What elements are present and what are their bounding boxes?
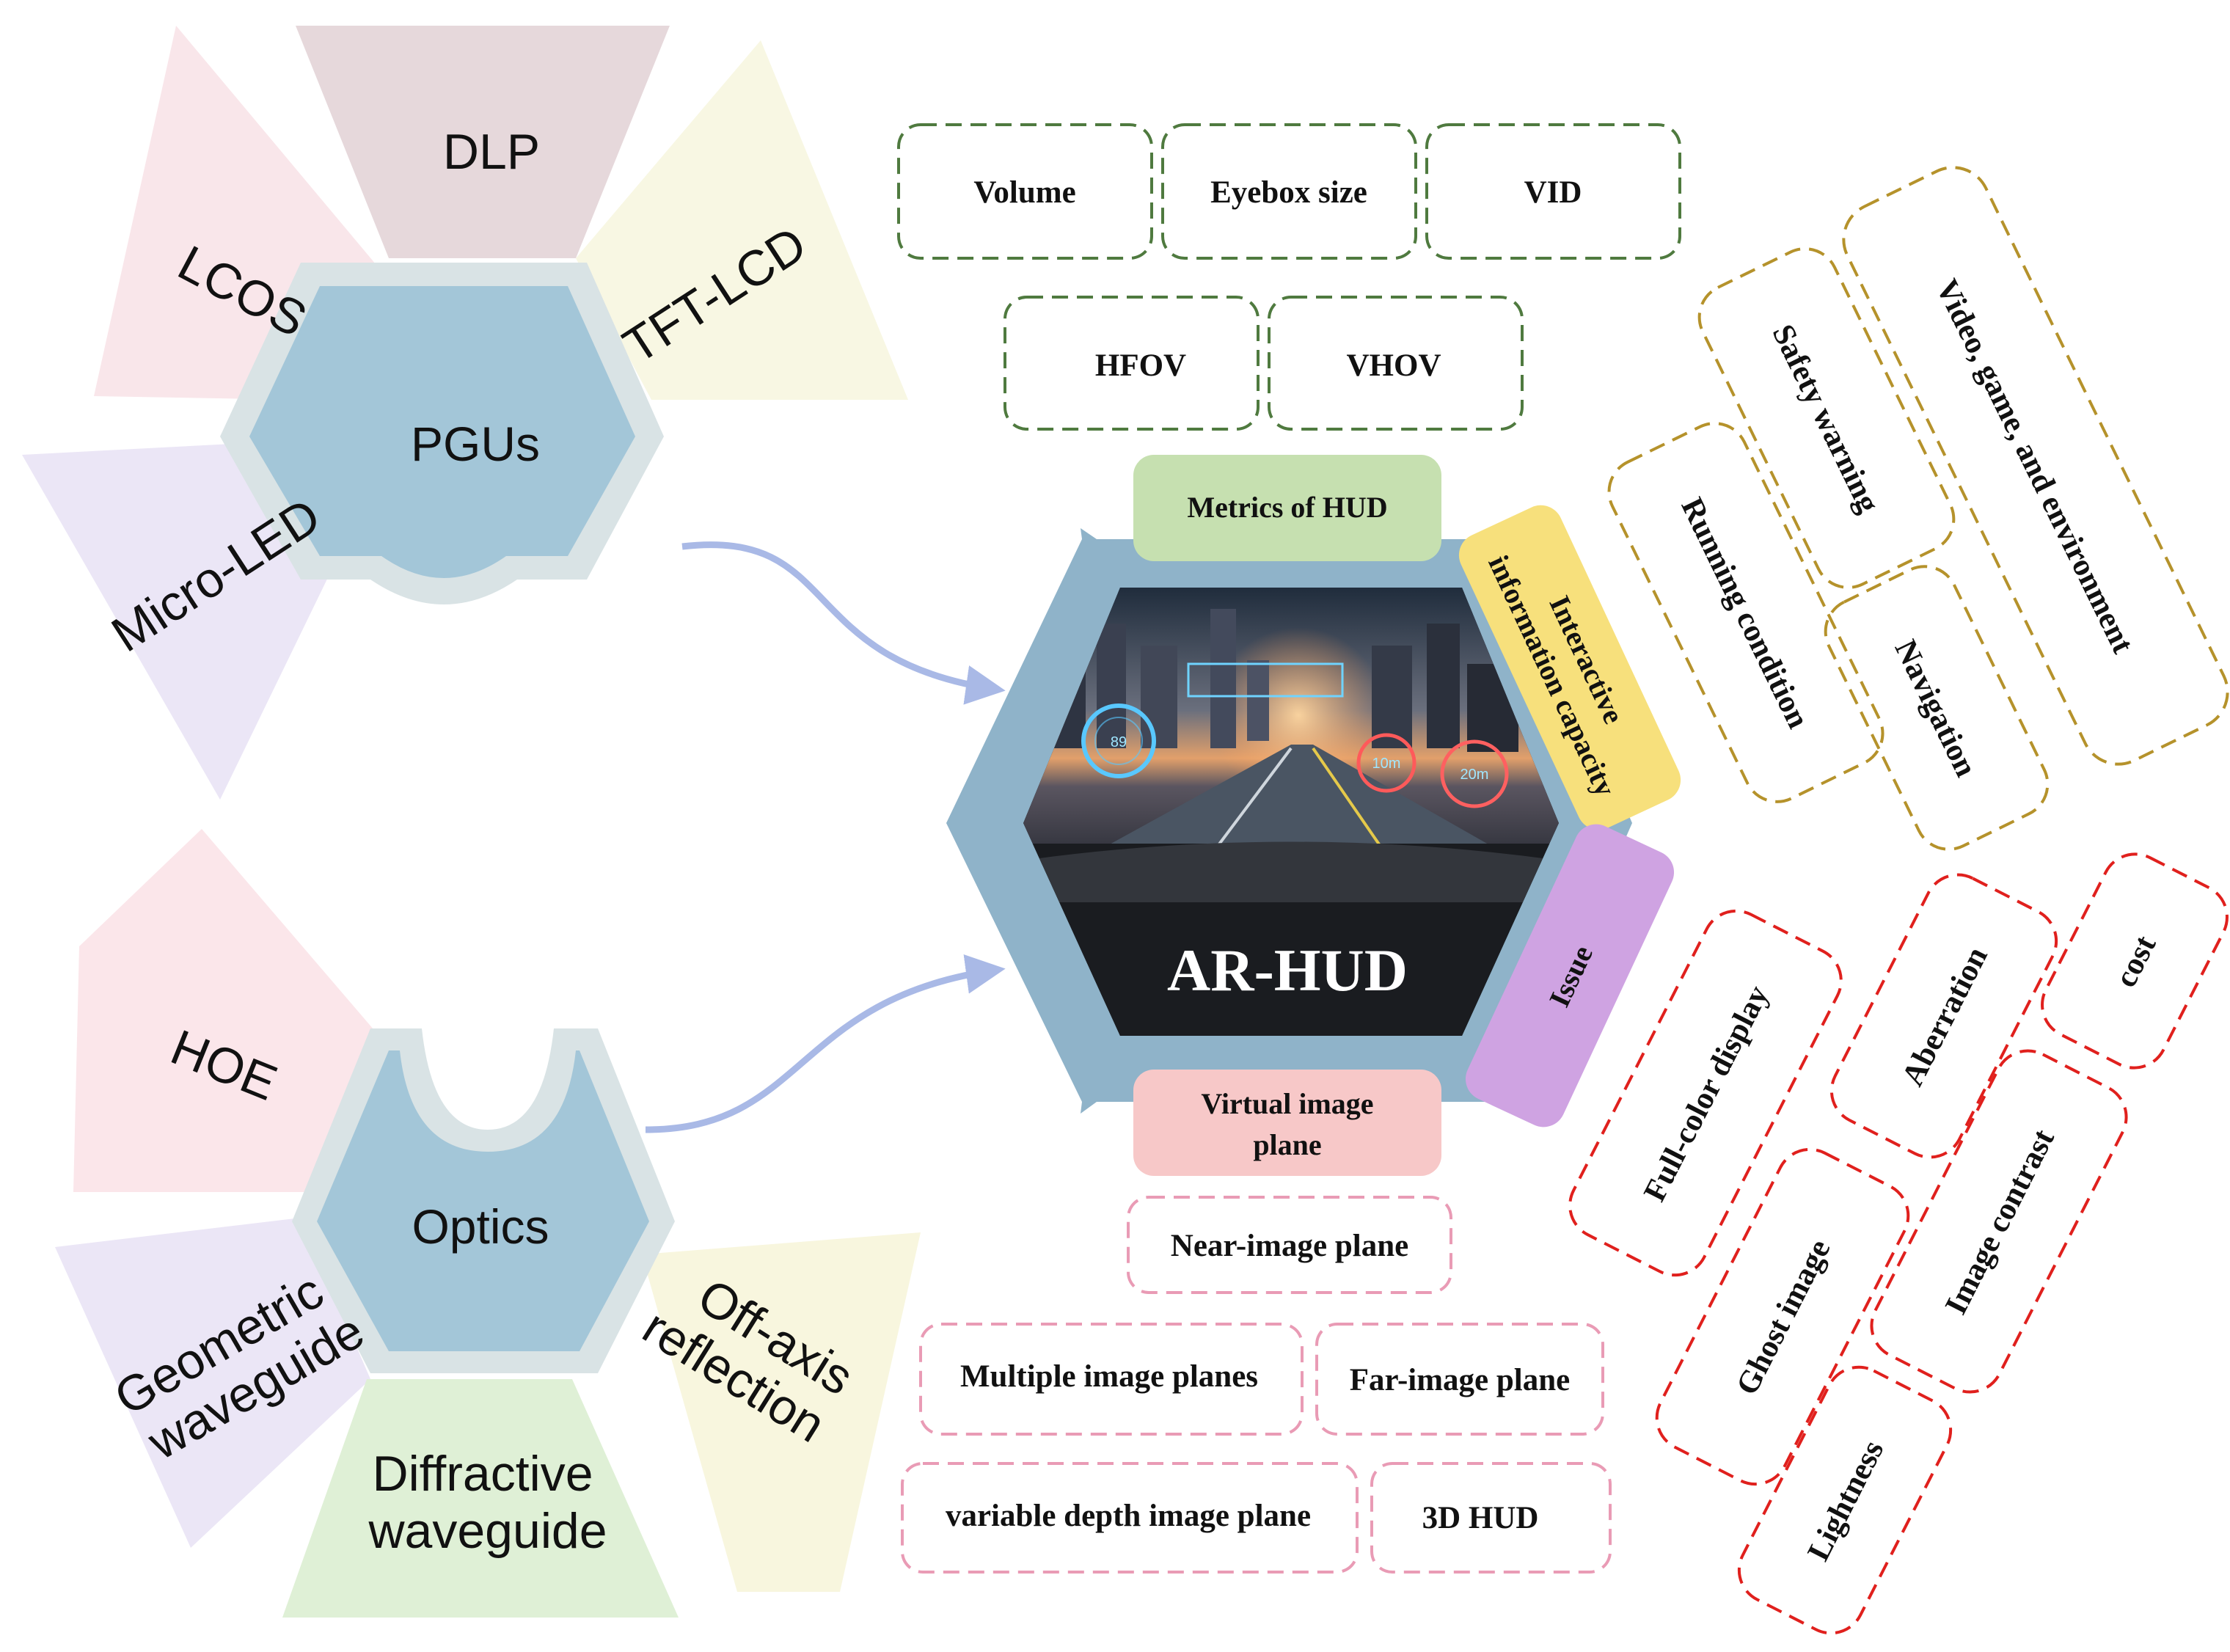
ar-hud-center: 89 10m 20m AR-HUD bbox=[946, 528, 1632, 1114]
box-hfov bbox=[1004, 296, 1260, 431]
pgu-hub-label: PGUs bbox=[411, 417, 540, 471]
optics-hub bbox=[317, 1050, 649, 1351]
box-near-image-plane-label: Near-image plane bbox=[1171, 1229, 1408, 1263]
box-3d-hud-label: 3D HUD bbox=[1422, 1501, 1539, 1535]
box-ghost-image: Ghost image bbox=[1655, 1147, 1910, 1486]
box-multiple-image-planes-label: Multiple image planes bbox=[960, 1359, 1258, 1394]
box-aberration: Aberration bbox=[1829, 873, 2058, 1159]
hud-distance-2: 20m bbox=[1461, 767, 1489, 783]
petal-micro-led bbox=[22, 440, 345, 800]
petal-off-axis-reflection bbox=[642, 1232, 921, 1592]
tab-issue: Issue bbox=[1465, 824, 1675, 1127]
box-volume-label: Volume bbox=[973, 175, 1075, 210]
svg-text:Diffractive: Diffractive bbox=[372, 1446, 593, 1502]
box-variable-depth-image-plane bbox=[901, 1462, 1359, 1574]
svg-text:Full-color display: Full-color display bbox=[1637, 980, 1776, 1207]
box-variable-depth-label: variable depth image plane bbox=[946, 1499, 1311, 1533]
petal-geometric-waveguide bbox=[55, 1218, 370, 1548]
svg-text:Lightness: Lightness bbox=[1801, 1435, 1890, 1566]
metrics-boxes bbox=[897, 123, 1681, 431]
box-far-image-plane-label: Far-image plane bbox=[1350, 1363, 1571, 1397]
box-eyebox-size bbox=[1161, 123, 1417, 260]
box-vid bbox=[1425, 123, 1681, 260]
svg-text:cost: cost bbox=[2108, 929, 2163, 993]
petal-tft-lcd bbox=[576, 40, 908, 400]
box-near-image-plane bbox=[1127, 1196, 1452, 1294]
tab-virtual-image-plane: Virtual image plane bbox=[1133, 1070, 1441, 1176]
svg-text:Ghost image: Ghost image bbox=[1730, 1234, 1838, 1400]
box-cost: cost bbox=[2041, 852, 2229, 1070]
petal-dlp-label: DLP bbox=[443, 124, 540, 180]
box-vid-label: VID bbox=[1524, 175, 1582, 210]
hud-distance-gauge-1 bbox=[1356, 733, 1416, 793]
svg-text:Aberration: Aberration bbox=[1896, 941, 1995, 1091]
box-far-image-plane bbox=[1315, 1323, 1604, 1436]
petal-hoe bbox=[73, 829, 378, 1192]
tab-metrics-of-hud: Metrics of HUD bbox=[1133, 455, 1441, 561]
center-title: AR-HUD bbox=[1167, 937, 1408, 1004]
svg-text:plane: plane bbox=[1253, 1128, 1321, 1161]
hud-distance-gauge-2 bbox=[1440, 739, 1509, 808]
svg-text:Metrics of HUD: Metrics of HUD bbox=[1187, 491, 1387, 524]
petal-dlp bbox=[296, 26, 670, 258]
petal-diffractive-waveguide bbox=[282, 1379, 679, 1618]
plane-boxes bbox=[901, 1196, 1612, 1574]
svg-text:Safety warning: Safety warning bbox=[1766, 319, 1886, 518]
svg-text:waveguide: waveguide bbox=[368, 1503, 607, 1559]
svg-text:Virtual image: Virtual image bbox=[1201, 1087, 1373, 1120]
box-3d-hud bbox=[1370, 1462, 1612, 1574]
box-vhov-label: VHOV bbox=[1347, 348, 1441, 383]
box-image-contrast: Image contrast bbox=[1870, 1049, 2128, 1394]
pgu-cluster: PGUs DLP LCOS TFT-LCD Micro-LED bbox=[22, 26, 908, 800]
optics-hub-label: Optics bbox=[412, 1199, 549, 1254]
optics-cluster: Optics HOE Geometric waveguide Diffracti… bbox=[55, 829, 921, 1618]
arrow-optics-to-ar-hud bbox=[645, 954, 1006, 1133]
svg-text:Navigation: Navigation bbox=[1888, 635, 1984, 782]
box-eyebox-label: Eyebox size bbox=[1210, 175, 1367, 210]
box-lightness: Lightness bbox=[1737, 1365, 1953, 1635]
box-hfov-label: HFOV bbox=[1095, 348, 1186, 383]
hud-speed-value: 89 bbox=[1111, 734, 1127, 750]
arrow-pgus-to-ar-hud bbox=[681, 541, 1006, 705]
box-vhov bbox=[1268, 296, 1524, 431]
box-volume bbox=[897, 123, 1153, 260]
hud-windshield-photo: 89 10m 20m bbox=[1023, 588, 1559, 1036]
box-video-game-environment: Video, game, and environment bbox=[1842, 166, 2229, 766]
pgu-hub bbox=[249, 286, 635, 578]
svg-text:Running condition: Running condition bbox=[1674, 492, 1816, 734]
hud-speed-gauge bbox=[1081, 703, 1156, 778]
hud-info-panel bbox=[1187, 662, 1344, 698]
box-navigation: Navigation bbox=[1824, 565, 2050, 851]
hud-distance-1: 10m bbox=[1372, 756, 1401, 772]
svg-text:Video, game, and environment: Video, game, and environment bbox=[1929, 274, 2141, 659]
box-multiple-image-planes bbox=[919, 1323, 1304, 1436]
petal-diffractive-label: Diffractive waveguide bbox=[368, 1446, 607, 1559]
